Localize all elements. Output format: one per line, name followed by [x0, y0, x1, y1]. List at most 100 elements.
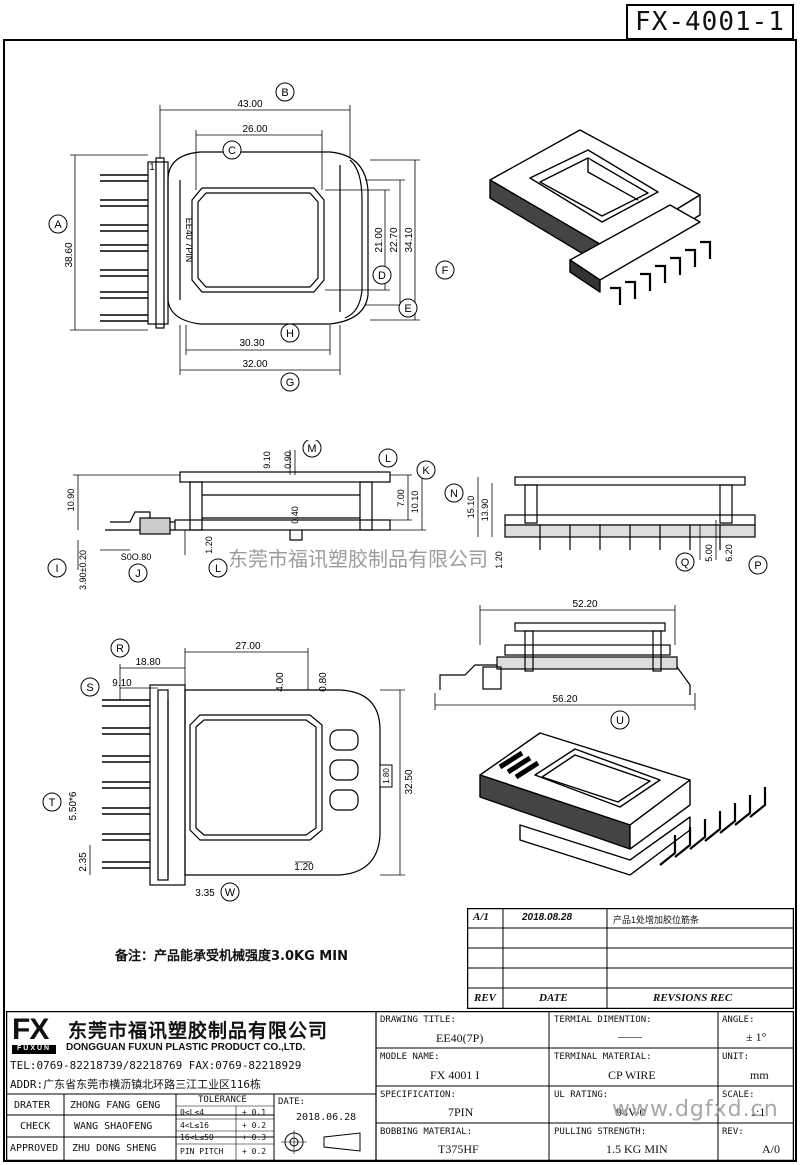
watermark-company: 东莞市福讯塑胶制品有限公司 [228, 547, 488, 571]
dim-27: 27.00 [235, 641, 260, 652]
dim-7: 7.00 [396, 489, 406, 507]
callout-s: R [116, 643, 124, 655]
dim-0-8: 0.80 [318, 672, 329, 692]
revision-table: A/1 2018.08.28 产品1处增加胶位筋条 REV DATE REVSI… [467, 908, 794, 1009]
dim-5-5: 5.50*6 [68, 791, 79, 820]
right-side-view: N Q P 15.10 13.90 1.20 5.00 6.20 [444, 476, 768, 575]
bobbin-material-value: T375HF [438, 1142, 479, 1156]
callout-g: G [286, 377, 295, 389]
drater-name: ZHONG FANG GENG [70, 1100, 161, 1111]
terminal-material-value: CP WIRE [608, 1068, 656, 1082]
dim-34-1: 34.10 [404, 227, 415, 252]
side-view: M L K I J L 9.10 0.90 10.90 7.00 10.10 1… [47, 440, 436, 590]
terminal-dimension-label: TERMIAL DIMENTION: [554, 1015, 652, 1025]
callout-f: F [442, 265, 449, 277]
front-view: 52.20 56.20 [434, 599, 696, 710]
dim-22-7: 22.70 [389, 227, 400, 252]
callout-d: D [378, 270, 386, 282]
dim-s0-8: S0O.80 [121, 552, 152, 562]
callout-u: T [49, 797, 56, 809]
angle-label: ANGLE: [722, 1015, 755, 1025]
dim-30-30: 30.30 [239, 338, 264, 349]
dim-3-35: 3.35 [195, 888, 215, 899]
approved-name: ZHU DONG SHENG [72, 1143, 157, 1154]
tol-range-1: 0<L≤4 [180, 1108, 205, 1117]
scale-label: SCALE: [722, 1090, 755, 1100]
rev-header-desc: REVSIONS REC [653, 992, 733, 1004]
dim-32-5: 32.50 [404, 769, 415, 794]
company-name-cn: 东莞市福讯塑胶制品有限公司 [68, 1020, 329, 1042]
company-addr: ADDR:广东省东莞市横沥镇北环路三江工业区116栋 [10, 1078, 261, 1091]
tol-range-2: 4<L≤16 [180, 1121, 209, 1130]
dim-0-4: 0.40 [290, 506, 300, 524]
dim-43: 43.00 [237, 99, 262, 110]
callout-l: K [422, 465, 430, 477]
logo-letters: FX [12, 1013, 49, 1046]
rev-header-date: DATE [539, 992, 568, 1004]
logo-sub: FUXUN [17, 1045, 52, 1052]
strength-note: 备注：产品能承受机械强度3.0KG MIN [115, 949, 348, 964]
scale-value: 1:1 [750, 1105, 766, 1119]
isometric-view-bottom [479, 732, 767, 876]
ul-rating-value: 94V-0 [616, 1105, 646, 1119]
callout-v: U [616, 715, 624, 727]
callout-i: I [55, 563, 58, 575]
callout-m: L [385, 453, 391, 465]
rev-header-rev: REV [474, 992, 497, 1004]
terminal-dimension-value: —— [618, 1029, 642, 1043]
dim-13-9: 13.90 [480, 499, 490, 522]
dim-1-2-bottom: 1.20 [294, 862, 314, 873]
dim-2-35: 2.35 [78, 852, 89, 872]
date-label: DATE: [278, 1097, 306, 1107]
callout-w: W [225, 887, 236, 899]
tol-range-3: 16<L≤50 [180, 1133, 214, 1142]
dim-9-1-bottom: 9.10 [112, 678, 132, 689]
rev-row1-rev: A/1 [473, 911, 489, 923]
dim-5: 5.00 [704, 544, 714, 562]
callout-h: H [286, 328, 294, 340]
top-view: B C A D E F G H 43.00 26.00 30.30 32.00 … [48, 82, 455, 392]
tol-value-1: + 0.1 [242, 1108, 267, 1117]
tol-value-4: + 0.2 [242, 1147, 267, 1156]
dim-1-8: 1.80 [382, 768, 391, 784]
dim-10-1: 10.10 [410, 491, 420, 514]
callout-v-bubble: U [610, 710, 630, 730]
ul-rating-label: UL RATING: [554, 1090, 609, 1100]
specification-value: 7PIN [448, 1105, 474, 1119]
callout-n: M [307, 443, 316, 455]
company-tel: TEL:0769-82218739/82218769 FAX:0769-8221… [10, 1059, 302, 1072]
dim-15-1: 15.10 [466, 496, 476, 519]
company-name-en: DONGGUAN FUXUN PLASTIC PRODUCT CO.,LTD. [66, 1042, 306, 1053]
watermark-url: www.dgfxd.cn [612, 1097, 779, 1122]
unit-label: UNIT: [722, 1052, 750, 1062]
pulling-strength-label: PULLING STRENGTH: [554, 1127, 647, 1137]
dim-3-9: 3.90±0.20 [78, 550, 88, 590]
callout-c: C [228, 145, 236, 157]
callout-t: S [86, 682, 93, 694]
check-name: WANG SHAOFENG [74, 1121, 153, 1132]
rev-row1-desc: 产品1处增加胶位筋条 [613, 915, 700, 925]
drawing-title-value: EE40(7P) [436, 1031, 484, 1045]
rev-row1-date: 2018.08.28 [522, 912, 573, 923]
check-label: CHECK [20, 1121, 51, 1132]
part-mark: EE40 7PIN [184, 218, 194, 263]
date-value: 2018.06.28 [296, 1112, 357, 1123]
tol-value-2: + 0.2 [242, 1121, 267, 1130]
callout-k: L [215, 563, 221, 575]
callout-p: N [450, 488, 458, 500]
dim-10-9: 10.90 [66, 489, 76, 512]
dim-9-1: 9.10 [262, 451, 272, 469]
dim-4: 4.00 [275, 672, 286, 692]
tolerance-label: TOLERANCE [198, 1095, 247, 1105]
drawing-title-label: DRAWING TITLE: [380, 1015, 456, 1025]
unit-value: mm [750, 1068, 769, 1082]
dim-26: 26.00 [242, 124, 267, 135]
dim-1-2-side: 1.20 [494, 551, 504, 569]
dim-32: 32.00 [242, 359, 267, 370]
callout-a: A [54, 219, 62, 231]
pin-one-mark: 1 [149, 162, 155, 173]
dim-21: 21.00 [374, 227, 385, 252]
dim-56-2: 56.20 [552, 694, 577, 705]
title-block: FX FUXUN 东莞市福讯塑胶制品有限公司 DONGGUAN FUXUN PL… [6, 1011, 794, 1161]
